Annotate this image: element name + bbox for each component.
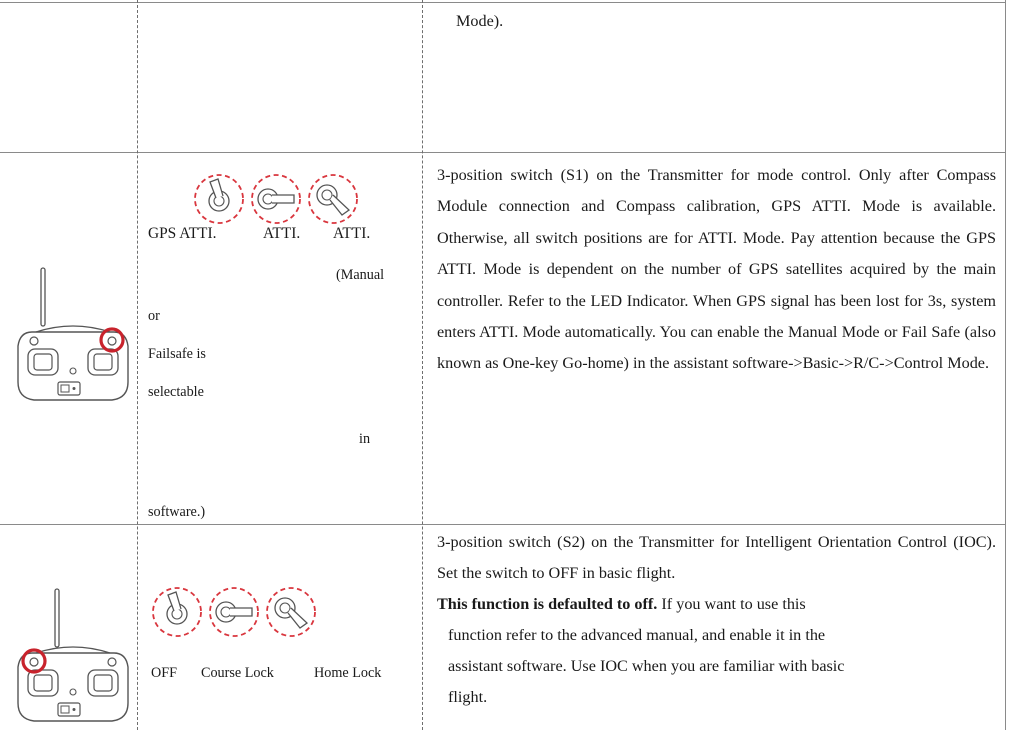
s1-switch-positions: [192, 173, 362, 225]
switch-position-down-icon: [266, 587, 316, 637]
column-divider-1: [137, 0, 138, 730]
s1-note-manual: (Manual: [336, 267, 385, 283]
s2-line-1: If you want to use this: [657, 595, 806, 613]
s2-line-4: flight.: [448, 688, 488, 706]
s2-switch-positions: [150, 586, 320, 638]
s2-description-intro: 3-position switch (S2) on the Transmitte…: [437, 533, 996, 582]
s2-label-off: OFF: [151, 665, 178, 681]
transmitter-s1-illustration: [14, 262, 132, 412]
s2-label-course-lock: Course Lock: [201, 665, 274, 681]
switch-position-up-icon: [194, 174, 244, 224]
remote-controller-icon: [17, 588, 129, 722]
s2-line-3: assistant software. Use IOC when you are…: [448, 657, 845, 675]
row-border-1: [0, 152, 1006, 153]
switch-position-up-icon: [152, 587, 202, 637]
row1-description: Mode).: [456, 6, 503, 37]
table-right-border: [1005, 0, 1006, 730]
switch-position-down-icon: [308, 174, 358, 224]
s1-highlight-ring: [99, 327, 125, 353]
s2-line-2: function refer to the advanced manual, a…: [448, 626, 826, 644]
transmitter-s2-illustration: [14, 583, 132, 733]
s1-note-selectable: selectable: [148, 384, 204, 400]
s1-note-in: in: [359, 431, 371, 447]
row-border-top: [0, 2, 1006, 3]
switch-position-middle-icon: [251, 174, 301, 224]
s2-description: 3-position switch (S2) on the Transmitte…: [437, 527, 996, 713]
switch-position-middle-icon: [209, 587, 259, 637]
column-divider-2: [422, 0, 423, 730]
row1-text: Mode).: [456, 12, 504, 30]
s1-description: 3-position switch (S1) on the Transmitte…: [437, 166, 996, 373]
s1-note-failsafe: Failsafe is: [148, 346, 206, 362]
s1-label-gps-atti: GPS ATTI.: [148, 225, 217, 242]
s2-highlight-ring: [21, 648, 47, 674]
s2-description-line-bold: This function is defaulted to off. If yo…: [437, 589, 996, 620]
toggle-switch-icons: [194, 174, 358, 224]
s2-label-home-lock: Home Lock: [314, 665, 382, 681]
s1-label-atti-bottom: ATTI.: [333, 225, 371, 242]
s1-label-atti-middle: ATTI.: [263, 225, 301, 242]
row-border-2: [0, 524, 1006, 525]
s1-note-software: software.): [148, 504, 206, 520]
s2-default-off-note: This function is defaulted to off.: [437, 595, 658, 613]
remote-controller-icon: [17, 267, 129, 401]
toggle-switch-icons: [152, 587, 316, 637]
s1-note-or: or: [148, 308, 160, 324]
